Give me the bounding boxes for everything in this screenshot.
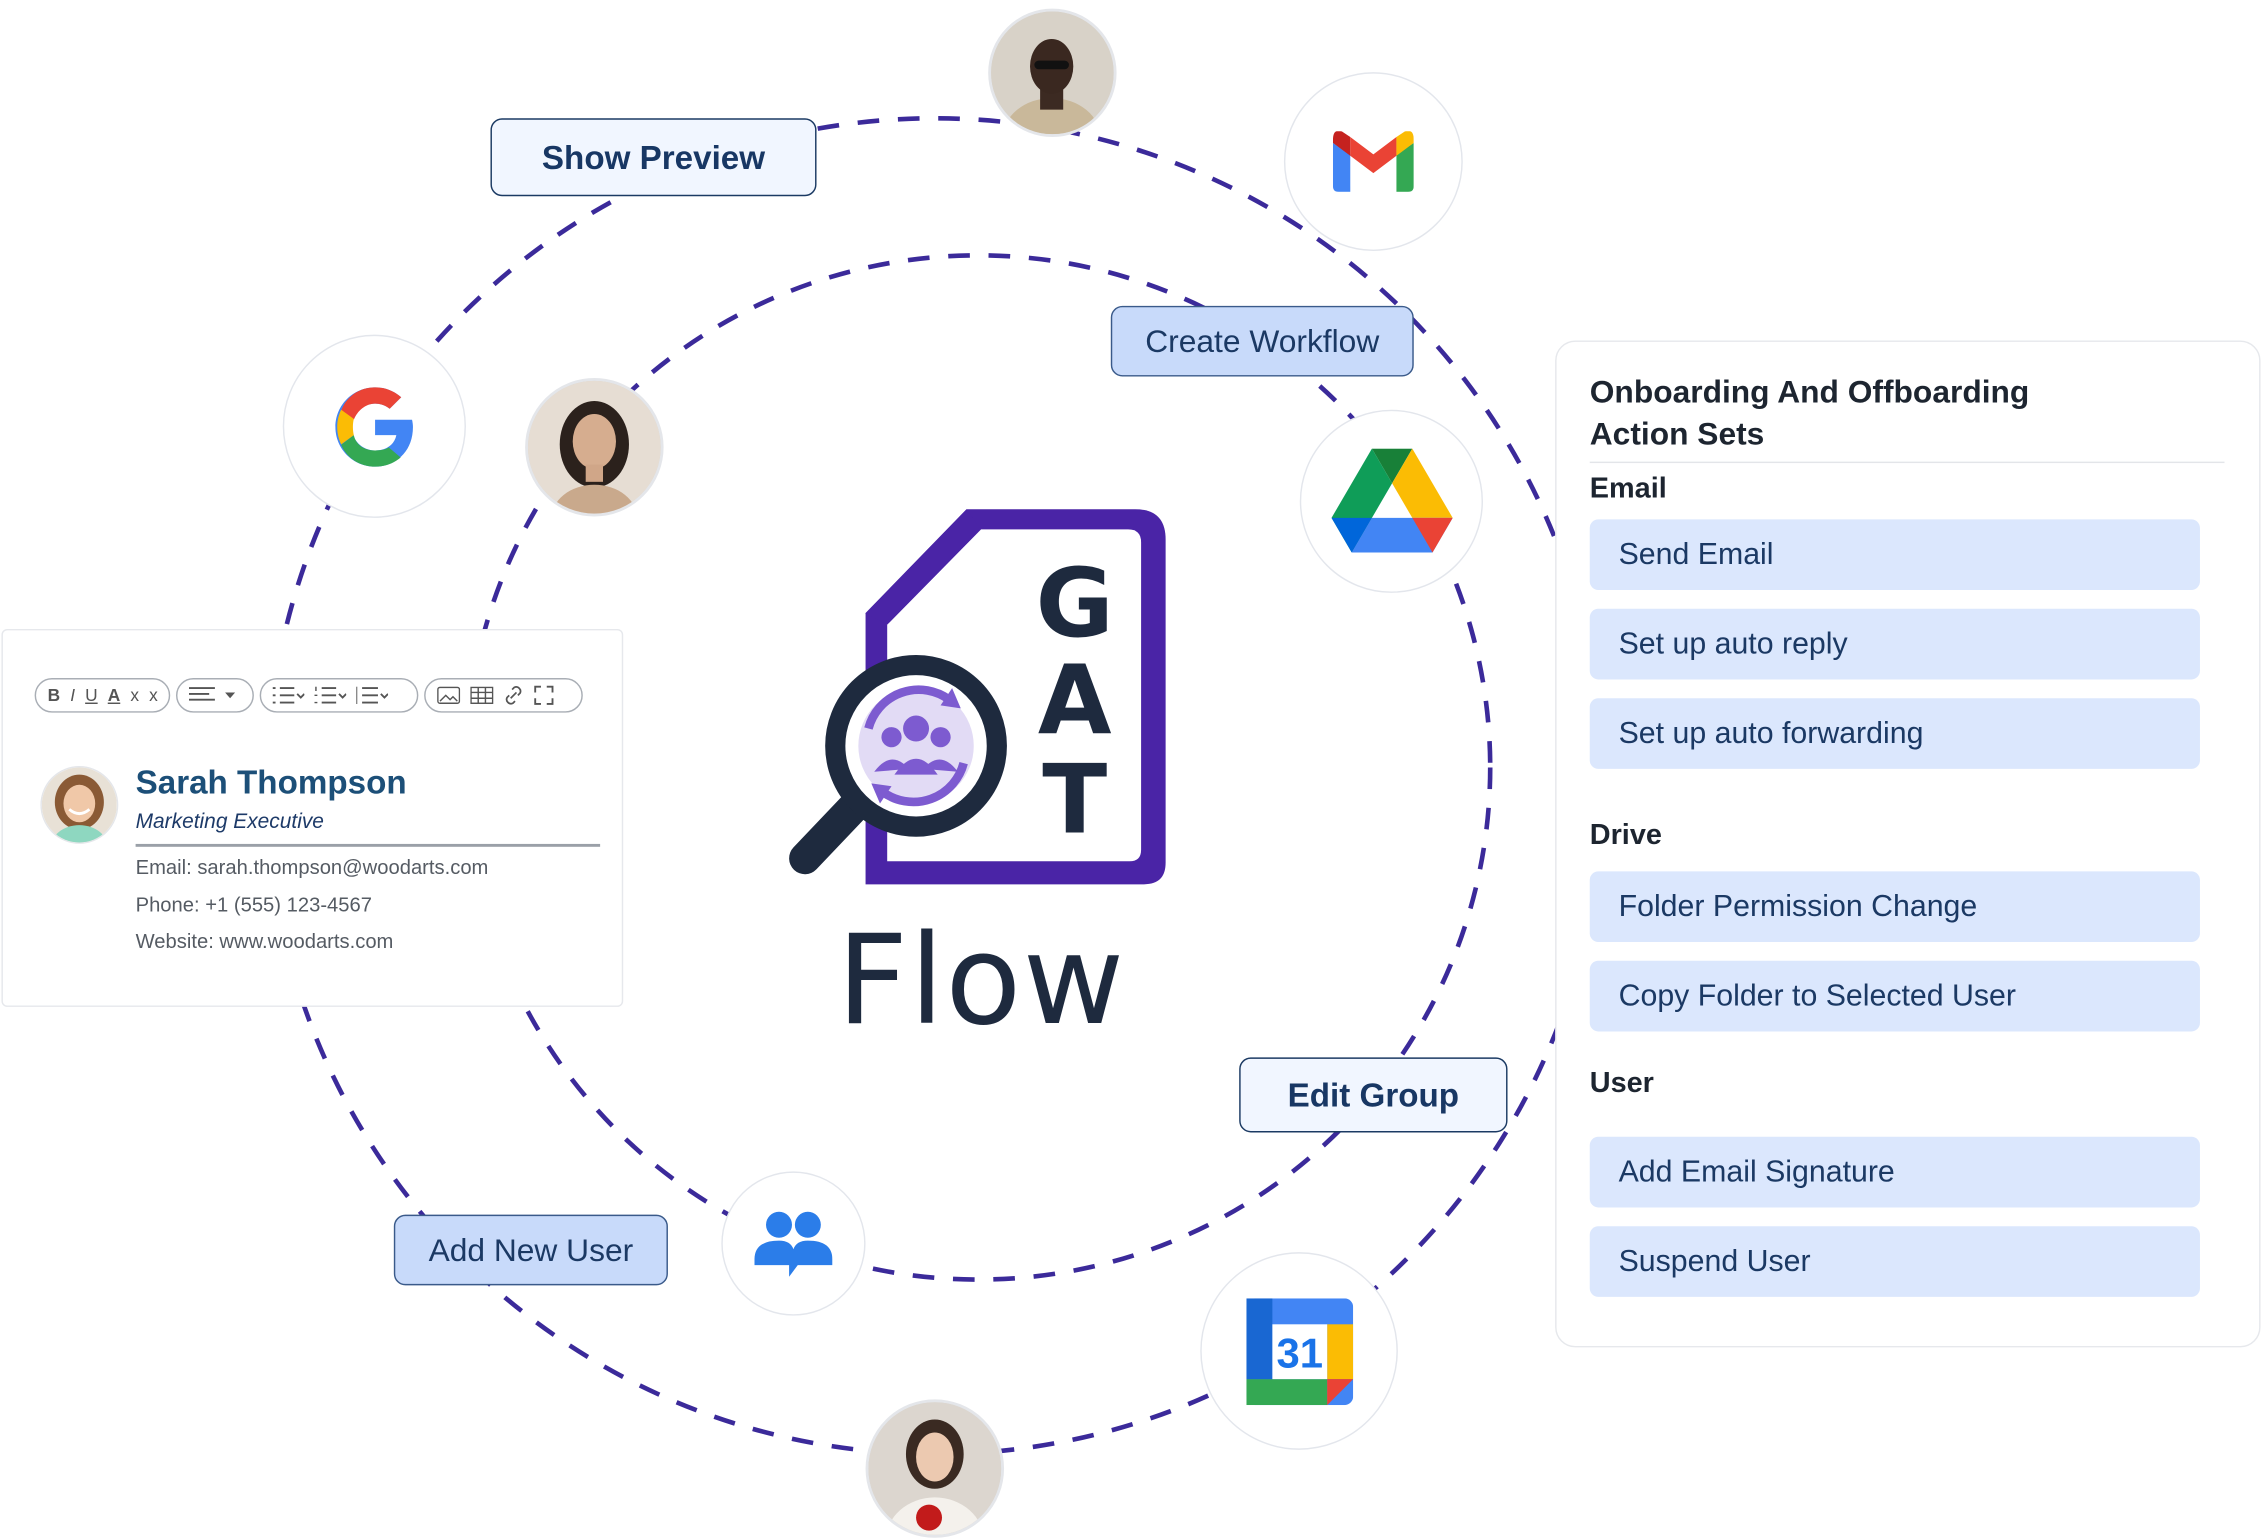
bullet-list-button[interactable] [273,687,305,704]
google-icon [334,386,413,466]
flow-wordmark: Flow [836,908,1126,1054]
action-send-email[interactable]: Send Email [1589,519,2200,591]
panel-title: Onboarding And Offboarding Action Sets [1590,371,2030,455]
logo-letter-a: A [1038,646,1112,756]
avatar-woman-2 [865,1399,1005,1538]
underline-button[interactable]: U [85,685,98,706]
email-signature-card: B I U A x x [1,628,624,1007]
signature-phone: Phone: +1 (555) 123-4567 [135,892,372,917]
text-color-button[interactable]: A [107,685,121,706]
logo-letter-t: T [1042,745,1107,855]
groups-badge[interactable] [721,1171,866,1316]
italic-button[interactable]: I [70,685,76,706]
numbered-list-button[interactable] [315,686,347,704]
indent-list-button[interactable] [356,686,389,704]
editor-toolbar: B I U A x x [34,678,584,713]
add-new-user-button[interactable]: Add New User [393,1214,668,1286]
google-badge[interactable] [282,334,466,518]
gat-logo: G A T [789,509,1166,885]
groups-icon [754,1211,833,1277]
calendar-day: 31 [1276,1329,1323,1376]
panel-title-line2: Action Sets [1589,415,1765,452]
image-icon[interactable] [437,686,461,704]
insert-group [424,678,584,713]
signature-avatar [40,766,119,844]
gmail-icon [1332,131,1414,192]
fullscreen-icon[interactable] [534,685,554,705]
signature-divider [135,843,601,847]
create-workflow-button[interactable]: Create Workflow [1110,305,1414,377]
action-suspend-user[interactable]: Suspend User [1589,1226,2200,1297]
align-dropdown[interactable] [176,678,255,713]
google-drive-badge[interactable] [1299,409,1483,593]
signature-title: Marketing Executive [135,810,324,834]
panel-divider [1589,461,2225,464]
signature-name: Sarah Thompson [135,763,407,801]
action-folder-permission-change[interactable]: Folder Permission Change [1589,871,2200,943]
superscript-button[interactable]: x [149,685,158,706]
google-drive-icon [1330,447,1452,552]
show-preview-button[interactable]: Show Preview [490,118,817,197]
google-calendar-badge[interactable]: 31 [1200,1252,1398,1450]
section-label-email: Email [1589,473,1667,505]
align-icon [189,687,216,701]
table-icon[interactable] [470,686,494,704]
signature-email: Email: sarah.thompson@woodarts.com [135,855,489,879]
avatar-woman-1 [525,377,664,517]
edit-group-button[interactable]: Edit Group [1239,1057,1508,1133]
action-add-email-signature[interactable]: Add Email Signature [1589,1136,2200,1208]
gmail-badge[interactable] [1283,72,1463,252]
link-icon[interactable] [504,685,524,705]
panel-title-line1: Onboarding And Offboarding [1589,373,2030,410]
section-label-user: User [1589,1067,1654,1100]
google-calendar-icon: 31 [1245,1297,1353,1405]
bold-button[interactable]: B [47,685,61,706]
chevron-down-icon [225,691,236,698]
signature-website: Website: www.woodarts.com [135,929,394,953]
subscript-button[interactable]: x [130,685,140,706]
logo-letter-g: G [1036,549,1114,659]
toolbar-format-group: B I U A x x [34,678,171,713]
avatar-man [988,8,1117,138]
action-copy-folder-to-selected-user[interactable]: Copy Folder to Selected User [1589,960,2200,1032]
action-set-up-auto-reply[interactable]: Set up auto reply [1589,608,2200,680]
action-sets-panel: Onboarding And Offboarding Action Sets E… [1555,340,2261,1348]
list-group [260,678,419,713]
section-label-drive: Drive [1589,819,1662,852]
action-set-up-auto-forwarding[interactable]: Set up auto forwarding [1589,698,2200,769]
